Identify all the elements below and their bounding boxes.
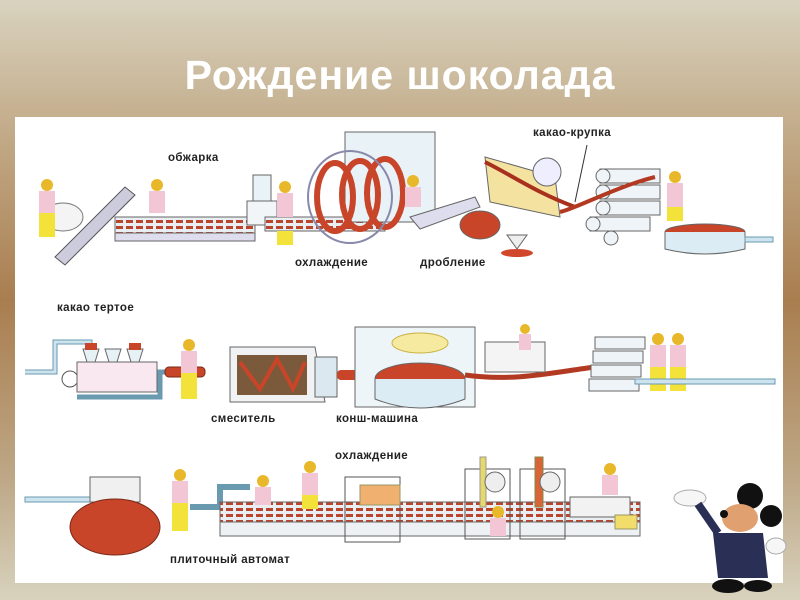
label-mixer: смеситель xyxy=(211,413,276,425)
worker-icon xyxy=(172,469,188,531)
worker-icon xyxy=(255,475,271,505)
worker-icon xyxy=(667,171,683,221)
worker-icon xyxy=(277,181,293,245)
label-cooling-row1: охлаждение xyxy=(295,257,369,269)
label-cocoa-nibs: какао-крупка xyxy=(533,127,612,139)
worker-icon xyxy=(650,333,666,391)
label-roasting: обжарка xyxy=(168,152,219,164)
mouse-mascot-icon xyxy=(673,483,787,593)
label-crushing: дробление xyxy=(420,257,486,269)
row-1-roasting-line xyxy=(39,131,774,266)
worker-icon xyxy=(302,461,318,509)
slide-title: Рождение шоколада xyxy=(184,52,616,98)
row-2-mixing-line xyxy=(25,324,776,409)
worker-icon xyxy=(39,179,55,237)
label-tablet-machine: плиточный автомат xyxy=(170,554,291,566)
label-conche: конш-машина xyxy=(336,413,419,425)
process-illustration xyxy=(24,131,776,556)
worker-icon xyxy=(519,324,531,350)
worker-icon xyxy=(181,339,197,399)
worker-icon xyxy=(149,179,165,213)
label-cooling-row3: охлаждение xyxy=(335,450,409,462)
worker-icon xyxy=(490,506,506,536)
worker-icon xyxy=(602,463,618,495)
chocolate-process-diagram: обжарка охлаждение дробление какао-крупк… xyxy=(15,117,783,583)
worker-icon xyxy=(405,175,421,207)
row-3-moulding-line xyxy=(24,456,641,556)
label-cocoa-liquor: какао тертое xyxy=(57,302,135,314)
